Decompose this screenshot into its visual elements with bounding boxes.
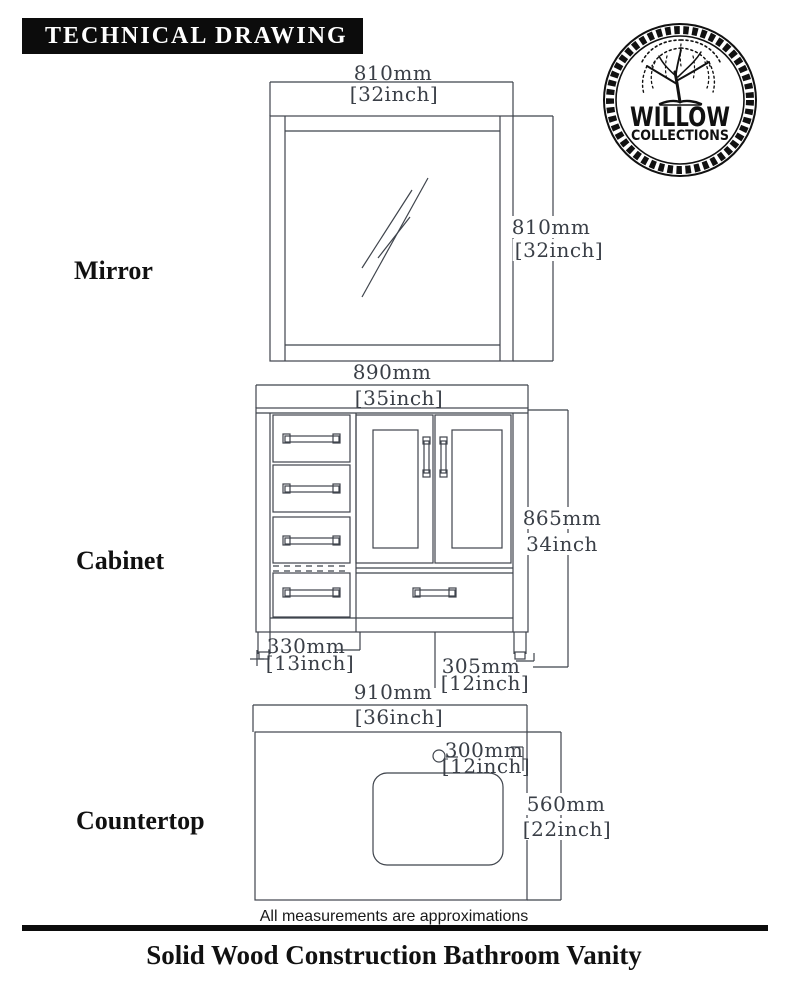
logo-brand-text: WILLOW — [630, 102, 730, 133]
cabinet-width-mm: 890mm — [352, 360, 432, 384]
cabinet-width-in: [35inch] — [354, 386, 444, 410]
faucet-offset-mm: 300mm — [444, 738, 524, 762]
door-left — [355, 414, 434, 564]
countertop-width-mm: 910mm — [353, 680, 433, 704]
countertop-section-label: Countertop — [76, 806, 205, 835]
page-title: TECHNICAL DRAWING — [45, 22, 348, 49]
sink-cutout — [372, 772, 504, 866]
cabinet-width-dimension — [255, 384, 529, 408]
logo-rope-ring — [606, 26, 754, 174]
mirror-width-dimension — [269, 81, 514, 116]
mirror-width-in: [32inch] — [349, 82, 439, 106]
faucet-offset-in: [12inch] — [441, 754, 531, 778]
logo-outer-ring — [603, 23, 757, 177]
header-banner: TECHNICAL DRAWING — [22, 18, 363, 54]
drawer-2 — [272, 464, 351, 513]
countertop-slab — [254, 731, 528, 901]
drawer-4 — [272, 572, 351, 618]
drawer-handles — [282, 433, 341, 598]
faucet-hole — [432, 749, 446, 763]
door-right — [434, 414, 512, 564]
product-title: Solid Wood Construction Bathroom Vanity — [146, 940, 642, 970]
cabinet-left-offset-dimension — [250, 632, 361, 666]
cabinet-right-offset-mm: 305mm — [441, 654, 521, 678]
cabinet-right-offset-in: [12inch] — [440, 671, 530, 695]
mirror-drawing — [269, 81, 554, 362]
cabinet-legs — [257, 632, 527, 660]
mirror-section-label: Mirror — [74, 256, 153, 285]
measurements-disclaimer: All measurements are approximations — [259, 908, 529, 925]
countertop-drawing — [252, 704, 562, 901]
mirror-width-mm: 810mm — [353, 61, 433, 85]
countertop-depth-in: [22inch] — [520, 817, 614, 841]
wide-drawer-handle — [412, 587, 457, 598]
drawer-1 — [272, 414, 351, 463]
drawer-3 — [272, 516, 351, 564]
footer-divider — [22, 925, 768, 931]
cabinet-drawer-bank — [272, 414, 351, 618]
faucet-dimension — [446, 746, 524, 771]
logo-inner-ring — [615, 35, 745, 165]
cabinet-left-offset-mm: 330mm — [266, 634, 346, 658]
countertop-depth-mm: 560mm — [524, 792, 608, 816]
willow-collections-logo: WILLOW COLLECTIONS — [603, 23, 757, 177]
cabinet-height-mm: 865mm — [520, 506, 604, 530]
cabinet-drawing — [250, 384, 569, 688]
countertop-depth-dimension — [527, 731, 562, 901]
door-handles — [422, 436, 448, 478]
cabinet-doors — [355, 413, 513, 632]
cabinet-section-label: Cabinet — [76, 546, 165, 575]
countertop-width-in: [36inch] — [354, 705, 444, 729]
mirror-height-mm: 810mm — [509, 215, 593, 239]
cabinet-right-offset-dimension — [434, 632, 535, 688]
countertop-width-dimension — [252, 704, 528, 732]
mirror-height-in: [32inch] — [512, 238, 606, 262]
mirror-reflection-lines — [361, 177, 429, 298]
mirror-outer-frame — [269, 115, 514, 362]
cabinet-height-in: 34inch — [524, 532, 600, 556]
logo-sub-text: COLLECTIONS — [631, 128, 729, 144]
cabinet-left-offset-in: [13inch] — [265, 651, 355, 675]
willow-tree-icon — [640, 39, 722, 106]
mirror-height-dimension — [513, 115, 554, 362]
